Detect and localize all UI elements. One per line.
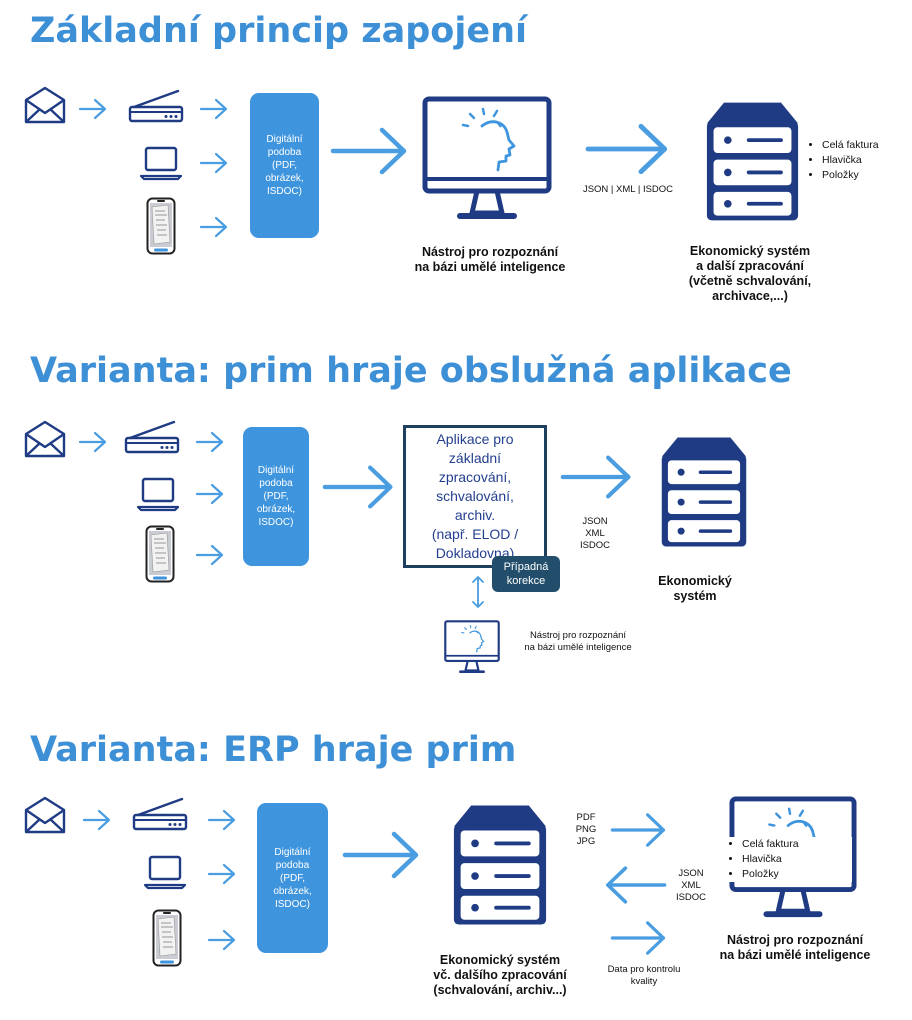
- envelope-icon: [24, 420, 66, 458]
- arrow-icon: [207, 808, 237, 832]
- list-item: Hlavička: [822, 153, 912, 168]
- arrow-icon: [603, 812, 675, 848]
- format-label: PDF PNG JPG: [575, 812, 597, 847]
- section-title: Varianta: ERP hraje prim: [30, 730, 517, 770]
- ai-tool-caption: Nástroj pro rozpoznání na bázi umělé int…: [524, 630, 632, 653]
- scanner-icon: [132, 797, 188, 833]
- ai-tool-caption: Nástroj pro rozpoznání na bázi umělé int…: [414, 245, 566, 274]
- digital-form-box: Digitální podoba (PDF, obrázek, ISDOC): [243, 427, 309, 566]
- arrow-icon: [322, 462, 396, 512]
- server-icon: [660, 432, 748, 552]
- erp-caption: Ekonomický systém vč. dalšího zpracování…: [433, 953, 567, 997]
- ai-tool-caption: Nástroj pro rozpoznání na bázi umělé int…: [719, 933, 871, 962]
- arrow-icon: [78, 430, 108, 454]
- envelope-icon: [24, 86, 66, 124]
- scanner-icon: [128, 89, 184, 125]
- arrow-icon: [199, 151, 229, 175]
- envelope-icon: [24, 796, 66, 834]
- digital-form-box: Digitální podoba (PDF, obrázek, ISDOC): [257, 803, 328, 953]
- double-arrow-icon: [470, 575, 486, 609]
- arrow-icon: [580, 122, 676, 176]
- arrow-icon: [82, 808, 112, 832]
- laptop-icon: [140, 145, 182, 181]
- arrow-left-icon: [600, 865, 670, 905]
- arrow-icon: [207, 928, 237, 952]
- laptop-icon: [137, 476, 179, 512]
- monitor-ai-icon: [422, 96, 552, 226]
- quality-data-label: Data pro kontrolu kvality: [607, 964, 681, 987]
- correction-badge: Případná korekce: [492, 556, 560, 592]
- phone-icon: [146, 197, 176, 255]
- list-item: Celá faktura: [742, 837, 852, 852]
- monitor-ai-icon: [444, 618, 500, 678]
- arrow-icon: [330, 126, 410, 176]
- laptop-icon: [144, 854, 186, 890]
- arrow-icon: [603, 920, 675, 956]
- arrow-icon: [207, 862, 237, 886]
- arrow-icon: [199, 97, 229, 121]
- erp-caption: Ekonomický systém a další zpracování (vč…: [688, 244, 812, 303]
- arrow-icon: [195, 482, 225, 506]
- output-bullet-list: Celá faktura Hlavička Položky: [728, 837, 852, 882]
- server-icon: [705, 99, 800, 224]
- output-bullet-list: Celá faktura Hlavička Položky: [808, 138, 912, 183]
- arrow-icon: [78, 97, 108, 121]
- processing-app-box: Aplikace pro základní zpracování, schval…: [403, 425, 547, 568]
- format-label: JSON XML ISDOC: [675, 868, 707, 903]
- phone-icon: [152, 908, 182, 968]
- arrow-icon: [195, 430, 225, 454]
- erp-caption: Ekonomický systém: [658, 574, 732, 603]
- section-title: Základní princip zapojení: [30, 11, 527, 51]
- phone-icon: [145, 525, 175, 583]
- digital-form-box: Digitální podoba (PDF, obrázek, ISDOC): [250, 93, 319, 238]
- list-item: Položky: [742, 867, 852, 882]
- arrow-icon: [195, 543, 225, 567]
- list-item: Celá faktura: [822, 138, 912, 153]
- list-item: Položky: [822, 168, 912, 183]
- arrow-icon: [560, 452, 634, 502]
- arrow-icon: [342, 830, 422, 880]
- arrow-icon: [199, 215, 229, 239]
- format-label: JSON | XML | ISDOC: [582, 184, 674, 195]
- section-title: Varianta: prim hraje obslužná aplikace: [30, 351, 792, 391]
- list-item: Hlavička: [742, 852, 852, 867]
- scanner-icon: [124, 420, 180, 456]
- server-icon: [452, 802, 548, 928]
- format-label: JSON XML ISDOC: [579, 516, 611, 551]
